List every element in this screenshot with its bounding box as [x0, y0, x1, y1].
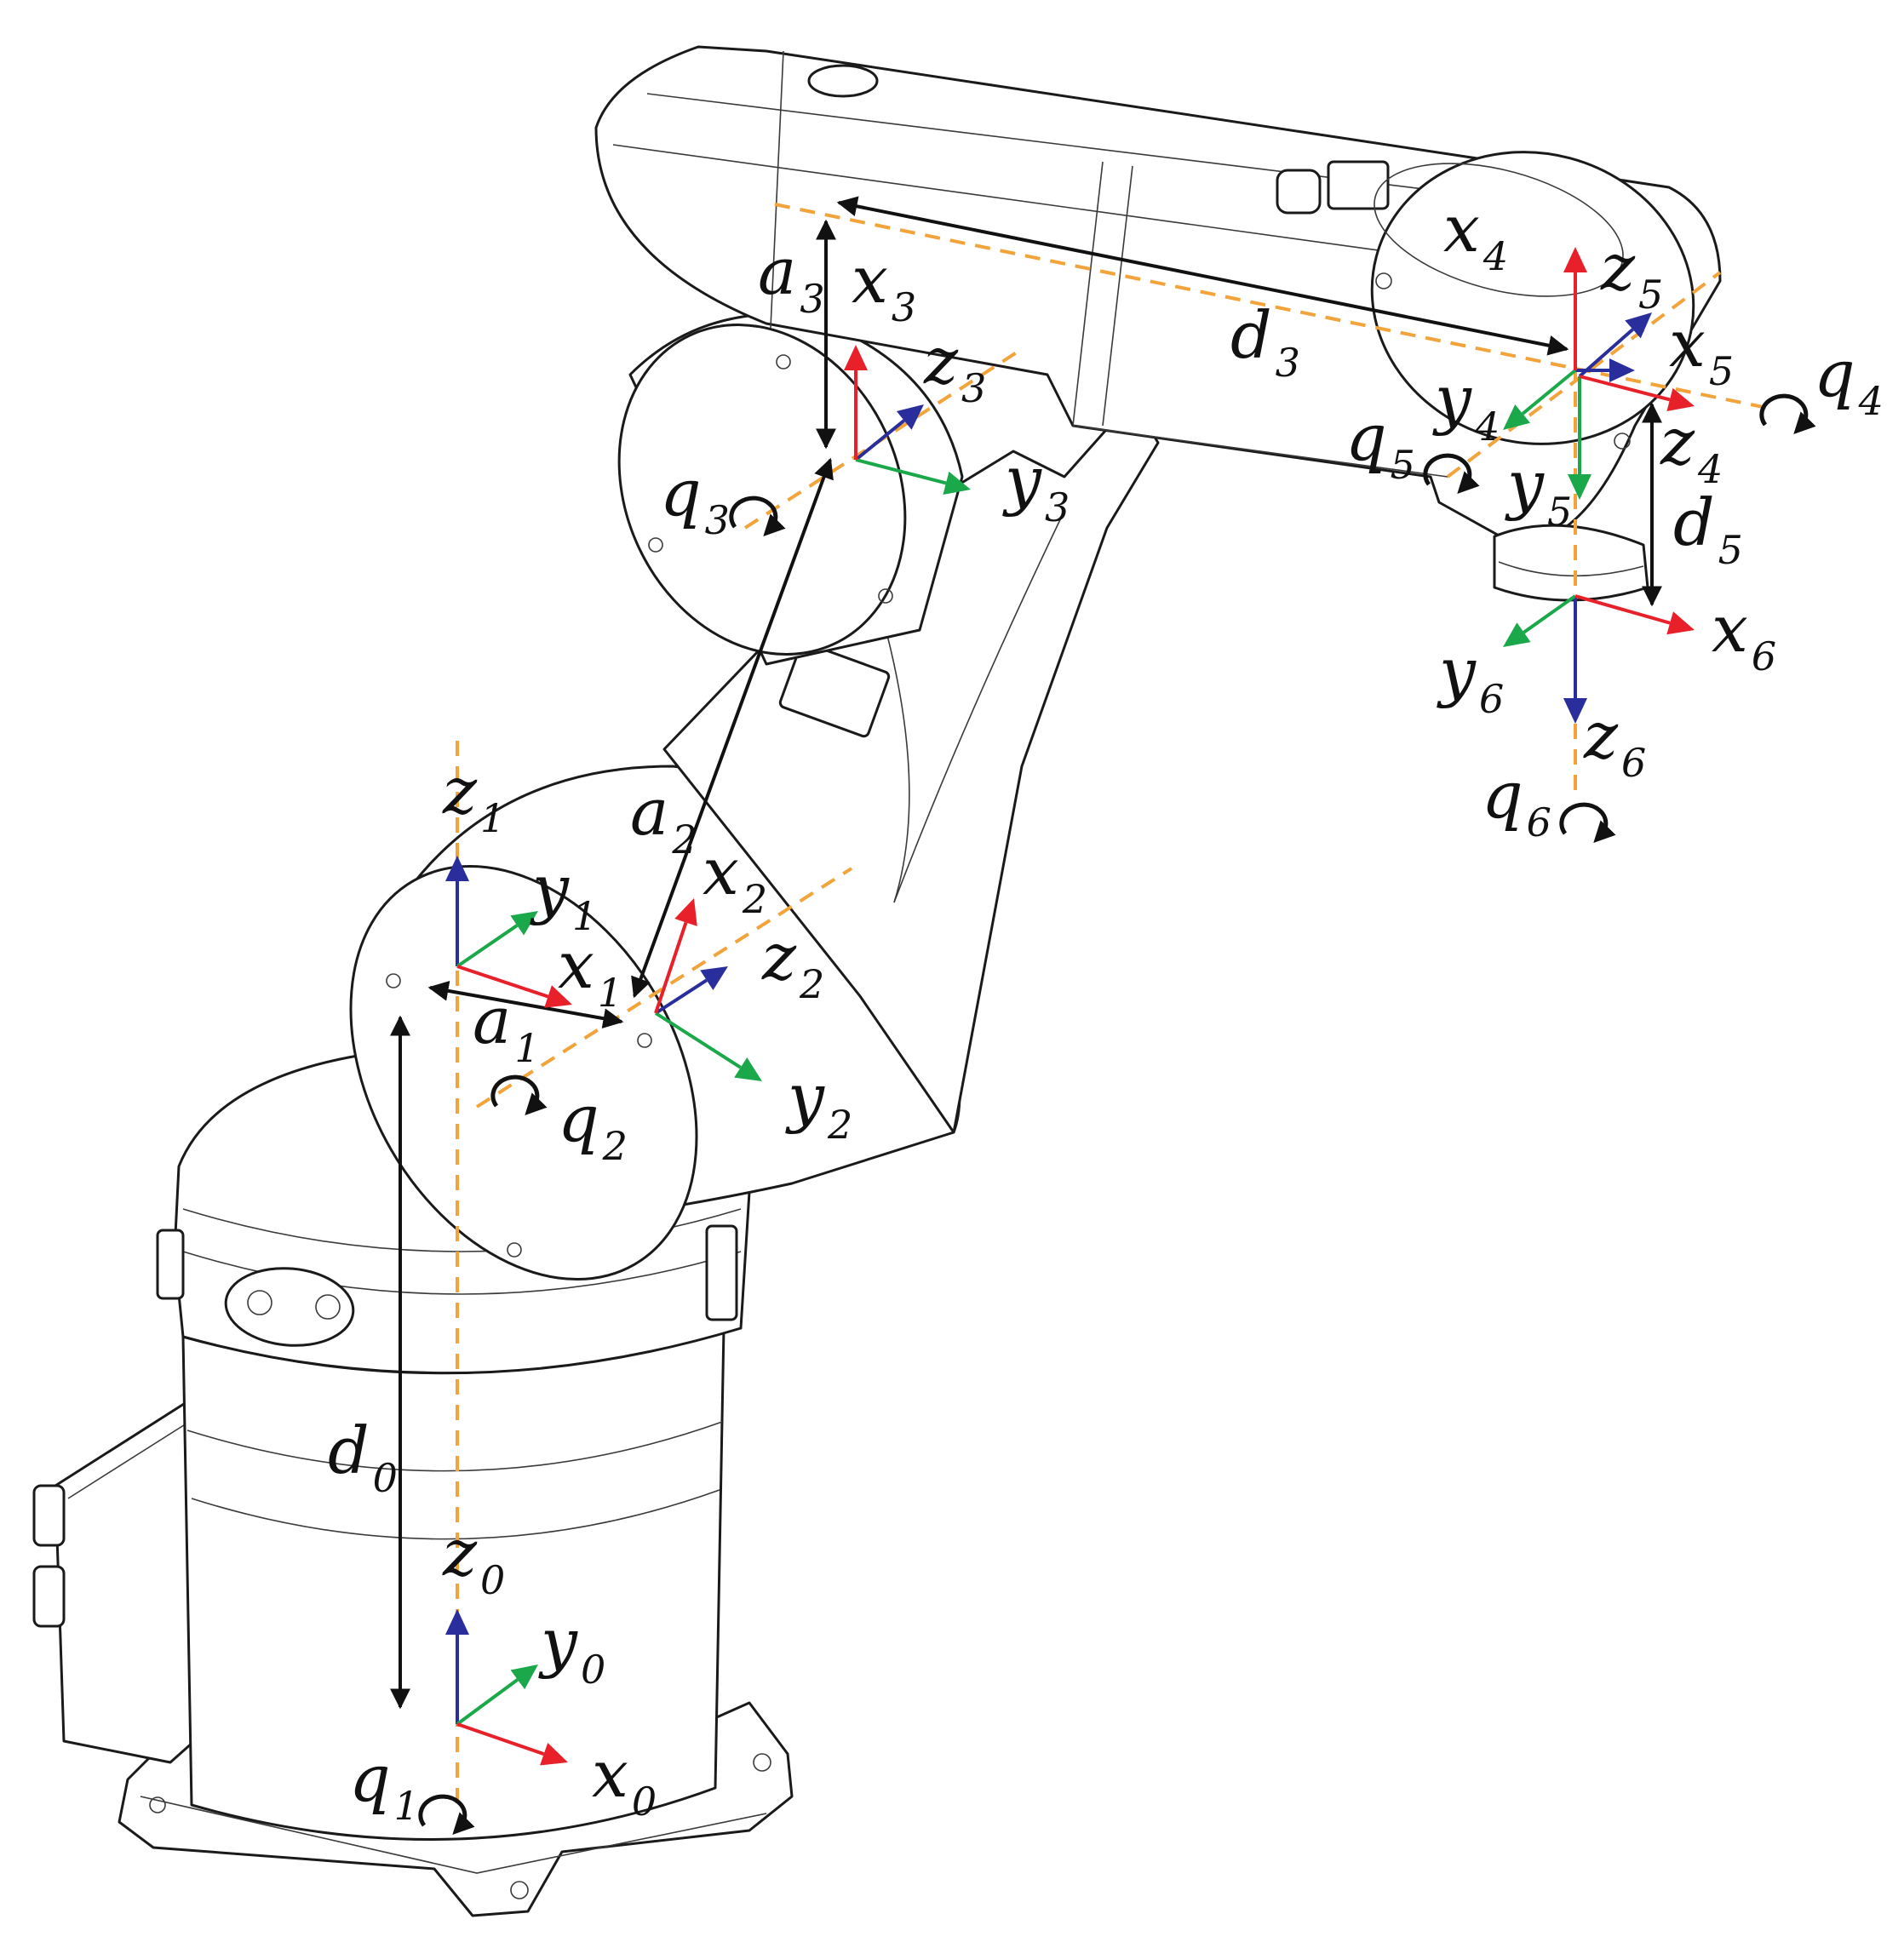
- y5-axis-head: [1568, 474, 1591, 500]
- joint-q2-rotation-icon: [490, 1074, 548, 1116]
- frame-3: [844, 345, 971, 496]
- x2-axis-head: [674, 898, 697, 926]
- x6-label: x6: [1712, 591, 1776, 679]
- z3-axis-head: [896, 404, 924, 430]
- coordinate-frames: [445, 247, 1695, 1766]
- y3-axis-head: [943, 471, 971, 496]
- y2-axis-shaft: [654, 1011, 742, 1069]
- dim-a2-arrow: [631, 457, 834, 999]
- robot-body: [32, 45, 1722, 1917]
- z2-axis-shaft: [654, 978, 708, 1015]
- dim-d3-label: d3: [1230, 297, 1300, 386]
- dim-d5-label: d5: [1673, 484, 1743, 573]
- x1-axis-head: [544, 985, 572, 1008]
- z6-axis-head: [1563, 698, 1587, 724]
- x5-label: x5: [1669, 306, 1734, 394]
- joint-q3-rotation-icon: [729, 496, 786, 537]
- y1-label: y1: [530, 851, 597, 939]
- z4-axis-head: [1609, 358, 1635, 382]
- frame-4: [1503, 247, 1635, 430]
- x3-axis-head: [844, 345, 868, 370]
- y3-axis-shaft: [855, 458, 947, 485]
- frame-1: [445, 856, 572, 1008]
- joint-q3-label: q3: [660, 455, 730, 543]
- frame-6: [1503, 594, 1695, 724]
- z3-axis-shaft: [854, 419, 905, 461]
- y1-axis-shaft: [456, 924, 519, 968]
- x2-axis-shaft: [654, 921, 688, 1014]
- frame-2: [654, 898, 762, 1081]
- y1-axis-head: [510, 911, 538, 936]
- joint4-axis-line: [774, 203, 1772, 410]
- z6-label: z6: [1583, 697, 1646, 786]
- z1-axis-head: [445, 856, 469, 881]
- y0-axis-head: [510, 1664, 538, 1690]
- dimension-arrows: [390, 196, 1662, 1710]
- dim-a1-arrow: [427, 980, 624, 1029]
- z1-label: z1: [442, 753, 505, 841]
- y5-label: y5: [1505, 446, 1572, 535]
- x5-axis-shaft: [1579, 375, 1671, 402]
- y6-label: y6: [1437, 633, 1504, 722]
- z0-label: z0: [442, 1515, 505, 1603]
- x0-axis-shaft: [456, 1722, 545, 1756]
- x0-label: x0: [592, 1736, 657, 1825]
- y4-axis-shaft: [1521, 369, 1577, 415]
- upper-column: [662, 398, 1160, 1134]
- x0-axis-head: [540, 1742, 568, 1766]
- dim-a3-label: a3: [758, 233, 825, 322]
- joint-q6-rotation-icon: [1559, 802, 1616, 844]
- flange: [1493, 524, 1649, 602]
- z2-axis-head: [700, 966, 728, 991]
- frame-0: [445, 1609, 568, 1766]
- joint5-axis-line: [1446, 271, 1722, 478]
- x1-axis-shaft: [456, 965, 549, 999]
- joint-q4-rotation-icon: [1759, 393, 1816, 435]
- joint-q1-rotation-icon: [418, 1794, 475, 1836]
- x6-axis-shaft: [1574, 594, 1671, 625]
- z5-axis-shaft: [1578, 328, 1634, 378]
- joint-q5-label: q5: [1345, 399, 1415, 488]
- y2-axis-head: [734, 1057, 762, 1081]
- y4-label: y4: [1432, 361, 1500, 450]
- z5-axis-head: [1625, 312, 1652, 339]
- dim-a2-label: a2: [630, 774, 697, 862]
- x4-axis-head: [1563, 247, 1587, 272]
- dim-d3-arrow: [836, 196, 1569, 356]
- dim-a1-label: a1: [473, 983, 540, 1071]
- x2-label: x2: [703, 834, 767, 922]
- y0-axis-shaft: [456, 1678, 519, 1726]
- z3-label: z3: [923, 323, 986, 411]
- y2-label: y2: [785, 1059, 852, 1148]
- joint-q6-label: q6: [1482, 757, 1551, 845]
- x1-label: x1: [558, 927, 622, 1016]
- joint-q2-label: q2: [558, 1080, 628, 1169]
- x5-axis-head: [1666, 387, 1695, 412]
- y4-axis-head: [1503, 404, 1531, 430]
- z2-label: z2: [761, 919, 824, 1007]
- y6-axis-head: [1503, 622, 1531, 647]
- x4-label: x4: [1443, 191, 1508, 279]
- frame-5: [1568, 312, 1695, 500]
- joint-q5-rotation-icon: [1423, 453, 1480, 495]
- y3-label: y3: [1002, 442, 1070, 530]
- dim-d0-label: d0: [328, 1412, 398, 1501]
- x6-axis-head: [1666, 611, 1695, 635]
- z5-label: z5: [1600, 229, 1663, 318]
- z4-label: z4: [1660, 404, 1723, 492]
- y0-label: y0: [538, 1604, 605, 1693]
- joint-q1-label: q1: [349, 1740, 419, 1829]
- y6-axis-shaft: [1523, 594, 1577, 634]
- joint-q4-label: q4: [1814, 335, 1884, 424]
- z0-axis-head: [445, 1609, 469, 1635]
- x3-label: x3: [852, 242, 916, 330]
